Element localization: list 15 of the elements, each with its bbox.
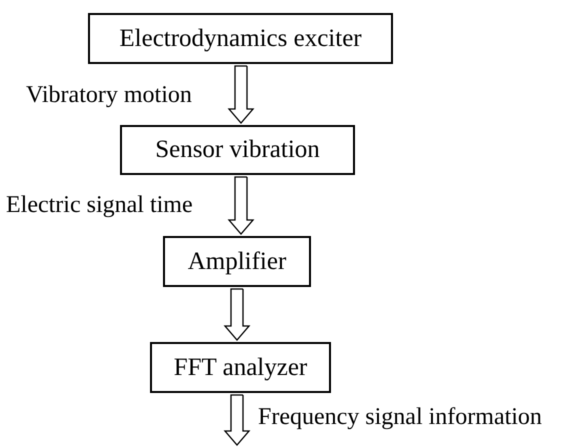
process-box <box>88 13 393 64</box>
box-text: Electrodynamics exciter <box>119 24 362 52</box>
box-text: Amplifier <box>188 248 286 276</box>
hollow-arrow <box>224 394 250 446</box>
hollow-arrow <box>228 176 254 235</box>
edge-label: Electric signal time <box>6 192 193 218</box>
edge-label: Frequency signal information <box>258 404 542 430</box>
process-box <box>150 342 331 393</box>
process-box <box>163 236 311 287</box>
hollow-arrow <box>224 288 250 341</box>
box-text: Sensor vibration <box>155 136 320 164</box>
edge-label: Vibratory motion <box>26 82 192 108</box>
hollow-arrow <box>228 65 254 124</box>
process-box <box>120 125 355 175</box>
box-text: FFT analyzer <box>174 354 308 382</box>
